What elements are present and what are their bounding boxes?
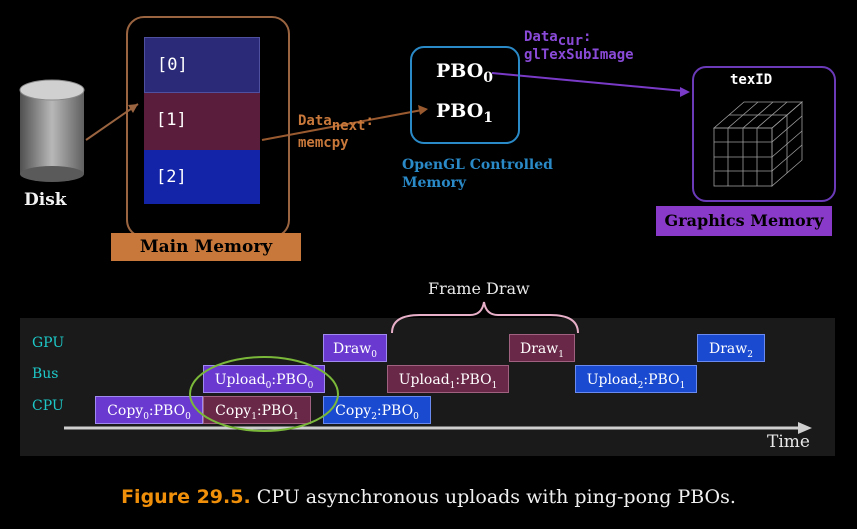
graphics-memory-label: Graphics Memory <box>656 206 832 236</box>
pbo-to-texture-arrow <box>491 72 685 92</box>
memory-slot-label: [1] <box>156 110 187 130</box>
memory-slot-label: [2] <box>156 167 187 187</box>
block-upload-0: Upload0:PBO0 <box>203 365 325 393</box>
texture-cube-icon <box>712 101 804 187</box>
caption-text: CPU asynchronous uploads with ping-pong … <box>250 486 736 508</box>
time-axis-label: Time <box>767 432 810 452</box>
disk-label: Disk <box>24 190 67 210</box>
pbo-frame <box>410 46 520 144</box>
pbo-1: PBO1 <box>436 100 493 126</box>
data-next-annotation: Datanext: memcpy <box>298 113 374 151</box>
disk-icon <box>19 79 85 182</box>
disk-to-memory-arrow <box>85 103 139 141</box>
memory-slot-2: [2] <box>144 150 260 204</box>
block-draw-0: Draw0 <box>323 334 387 362</box>
block-copy-1: Copy1:PBO1 <box>203 396 311 424</box>
block-upload-2: Upload2:PBO1 <box>575 365 697 393</box>
figure-caption: Figure 29.5. CPU asynchronous uploads wi… <box>0 486 857 508</box>
main-memory-label: Main Memory <box>111 233 301 261</box>
row-label-gpu: GPU <box>32 335 65 351</box>
frame-draw-label: Frame Draw <box>428 279 530 298</box>
data-cur-annotation: Datacur: glTexSubImage <box>524 29 634 63</box>
texid-label: texID <box>730 72 773 88</box>
block-copy-0: Copy0:PBO0 <box>95 396 203 424</box>
frame-draw-brace <box>391 301 579 334</box>
figure-number: Figure 29.5. <box>121 486 251 508</box>
memory-slot-label: [0] <box>157 55 188 75</box>
block-draw-1: Draw1 <box>509 334 575 362</box>
block-copy-2: Copy2:PBO0 <box>323 396 431 424</box>
block-draw-2: Draw2 <box>697 334 765 362</box>
row-label-bus: Bus <box>32 366 59 382</box>
block-upload-1: Upload1:PBO1 <box>387 365 509 393</box>
row-label-cpu: CPU <box>32 398 64 414</box>
graphics-memory-frame <box>692 66 836 202</box>
pbo-0: PBO0 <box>436 60 493 86</box>
memory-slot-0: [0] <box>144 37 260 93</box>
memory-slot-1: [1] <box>144 93 260 150</box>
